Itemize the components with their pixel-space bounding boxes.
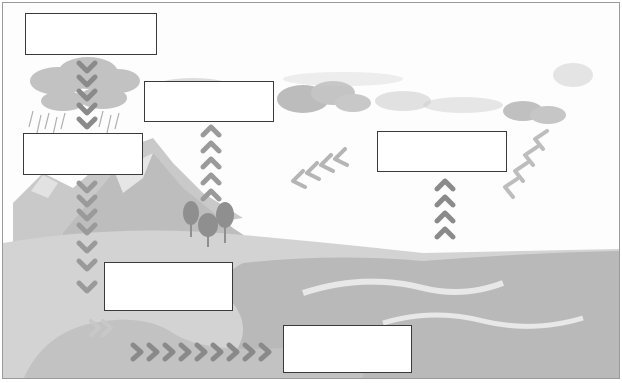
transpiration-arrows bbox=[203, 127, 219, 199]
evaporation-arrows bbox=[437, 181, 453, 237]
water-cycle-diagram bbox=[2, 2, 620, 379]
label-box-text bbox=[105, 263, 232, 271]
label-box-top-left[interactable] bbox=[25, 13, 157, 55]
label-box-text bbox=[284, 326, 411, 334]
sun-haze bbox=[553, 63, 593, 87]
label-box-text bbox=[145, 82, 273, 90]
wind-arrows bbox=[505, 131, 547, 197]
label-box-cloud-middle[interactable] bbox=[144, 81, 274, 122]
label-box-text bbox=[24, 134, 142, 142]
water-cycle-illustration bbox=[3, 3, 620, 379]
label-box-text bbox=[26, 14, 156, 22]
label-box-ground-middle[interactable] bbox=[104, 262, 233, 311]
condensation-arrows bbox=[293, 149, 347, 187]
label-box-left-mountain[interactable] bbox=[23, 133, 143, 175]
label-box-right-sea[interactable] bbox=[377, 131, 507, 172]
label-box-bottom-river[interactable] bbox=[283, 325, 412, 373]
rain-streaks bbox=[29, 111, 119, 135]
label-box-text bbox=[378, 132, 506, 140]
